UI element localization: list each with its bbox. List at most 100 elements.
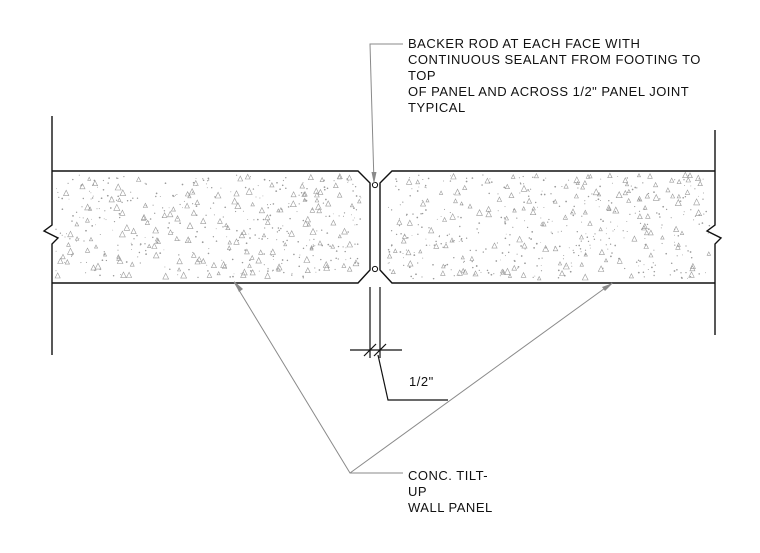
concrete-speckle	[314, 197, 320, 203]
concrete-speckle	[593, 238, 596, 240]
concrete-speckle	[204, 226, 206, 229]
concrete-speckle	[282, 179, 284, 182]
concrete-speckle	[697, 180, 703, 186]
concrete-speckle	[416, 216, 419, 219]
concrete-speckle	[341, 227, 348, 235]
concrete-speckle	[67, 230, 74, 238]
concrete-speckle	[272, 255, 275, 258]
concrete-speckle	[276, 208, 281, 213]
concrete-speckle	[188, 188, 196, 195]
concrete-speckle	[528, 237, 531, 239]
concrete-speckle	[634, 212, 636, 214]
concrete-speckle	[244, 186, 247, 189]
concrete-speckle	[598, 206, 600, 208]
dimension-leader	[377, 354, 448, 401]
concrete-speckle	[449, 180, 452, 182]
concrete-speckle	[269, 214, 272, 217]
concrete-speckle	[400, 233, 402, 235]
concrete-speckle	[519, 192, 521, 194]
concrete-speckle	[241, 229, 247, 235]
concrete-speckle	[123, 224, 131, 231]
concrete-speckle	[480, 271, 482, 273]
concrete-speckle	[179, 222, 181, 225]
concrete-speckle	[345, 259, 347, 261]
concrete-speckle	[432, 277, 435, 280]
concrete-speckle	[659, 216, 661, 218]
concrete-speckle	[644, 229, 650, 236]
concrete-speckle	[617, 225, 619, 227]
concrete-speckle	[476, 209, 483, 216]
concrete-speckle	[399, 204, 401, 206]
concrete-speckle	[541, 221, 547, 227]
concrete-speckle	[240, 271, 247, 278]
concrete-speckle	[557, 269, 560, 272]
concrete-speckle	[162, 272, 170, 280]
concrete-speckle	[542, 179, 545, 182]
concrete-speckle	[178, 254, 180, 256]
concrete-speckle	[683, 211, 685, 213]
concrete-speckle	[120, 273, 122, 276]
concrete-speckle	[278, 229, 280, 232]
concrete-speckle	[600, 239, 602, 241]
concrete-speckle	[100, 197, 103, 200]
concrete-speckle	[513, 260, 516, 262]
concrete-speckle	[90, 192, 92, 194]
concrete-speckle	[453, 275, 455, 277]
concrete-speckle	[454, 188, 461, 196]
concrete-speckle	[411, 235, 413, 236]
concrete-speckle	[176, 257, 183, 265]
concrete-speckle	[675, 244, 681, 250]
concrete-speckle	[428, 227, 430, 229]
concrete-speckle	[271, 227, 274, 229]
concrete-speckle	[161, 212, 168, 218]
dimension-tick-left	[363, 343, 377, 357]
concrete-speckle	[689, 251, 692, 253]
concrete-speckle	[298, 256, 301, 259]
concrete-speckle	[665, 187, 671, 193]
concrete-speckle	[177, 274, 179, 276]
concrete-speckle	[389, 269, 391, 271]
concrete-speckle	[85, 261, 88, 263]
concrete-speckle	[639, 260, 641, 262]
concrete-speckle	[258, 237, 260, 240]
concrete-speckle	[460, 216, 462, 219]
concrete-speckle	[139, 243, 142, 245]
concrete-speckle	[481, 184, 483, 186]
concrete-speckle	[168, 207, 170, 209]
concrete-speckle	[130, 242, 132, 244]
concrete-speckle	[674, 179, 676, 181]
concrete-speckle	[683, 179, 685, 181]
concrete-speckle	[167, 226, 170, 229]
concrete-speckle	[288, 203, 290, 205]
concrete-speckle	[196, 256, 202, 262]
concrete-speckle	[648, 229, 654, 236]
concrete-speckle	[611, 252, 613, 254]
concrete-speckle	[504, 221, 506, 223]
concrete-speckle	[474, 273, 476, 275]
concrete-speckle	[212, 202, 215, 204]
concrete-speckle	[435, 240, 437, 243]
concrete-speckle	[66, 242, 71, 247]
concrete-speckle	[584, 253, 587, 256]
concrete-speckle	[232, 275, 234, 278]
concrete-speckle	[130, 191, 132, 193]
concrete-speckle	[276, 239, 278, 241]
concrete-speckle	[612, 230, 614, 232]
concrete-speckle	[626, 230, 628, 233]
concrete-speckle	[421, 276, 423, 278]
concrete-speckle	[82, 197, 85, 200]
concrete-speckle	[144, 236, 146, 238]
concrete-speckle	[613, 229, 616, 231]
break-lines	[42, 116, 723, 355]
concrete-speckle	[356, 257, 359, 260]
concrete-speckle	[622, 230, 624, 232]
concrete-speckle	[59, 232, 62, 234]
concrete-speckle	[242, 210, 244, 212]
concrete-speckle	[408, 266, 411, 269]
concrete-speckle	[439, 235, 441, 237]
concrete-speckle	[698, 178, 700, 180]
concrete-speckle	[534, 201, 537, 204]
concrete-speckle	[440, 243, 442, 245]
concrete-speckle	[357, 198, 362, 204]
concrete-speckle	[195, 178, 197, 180]
